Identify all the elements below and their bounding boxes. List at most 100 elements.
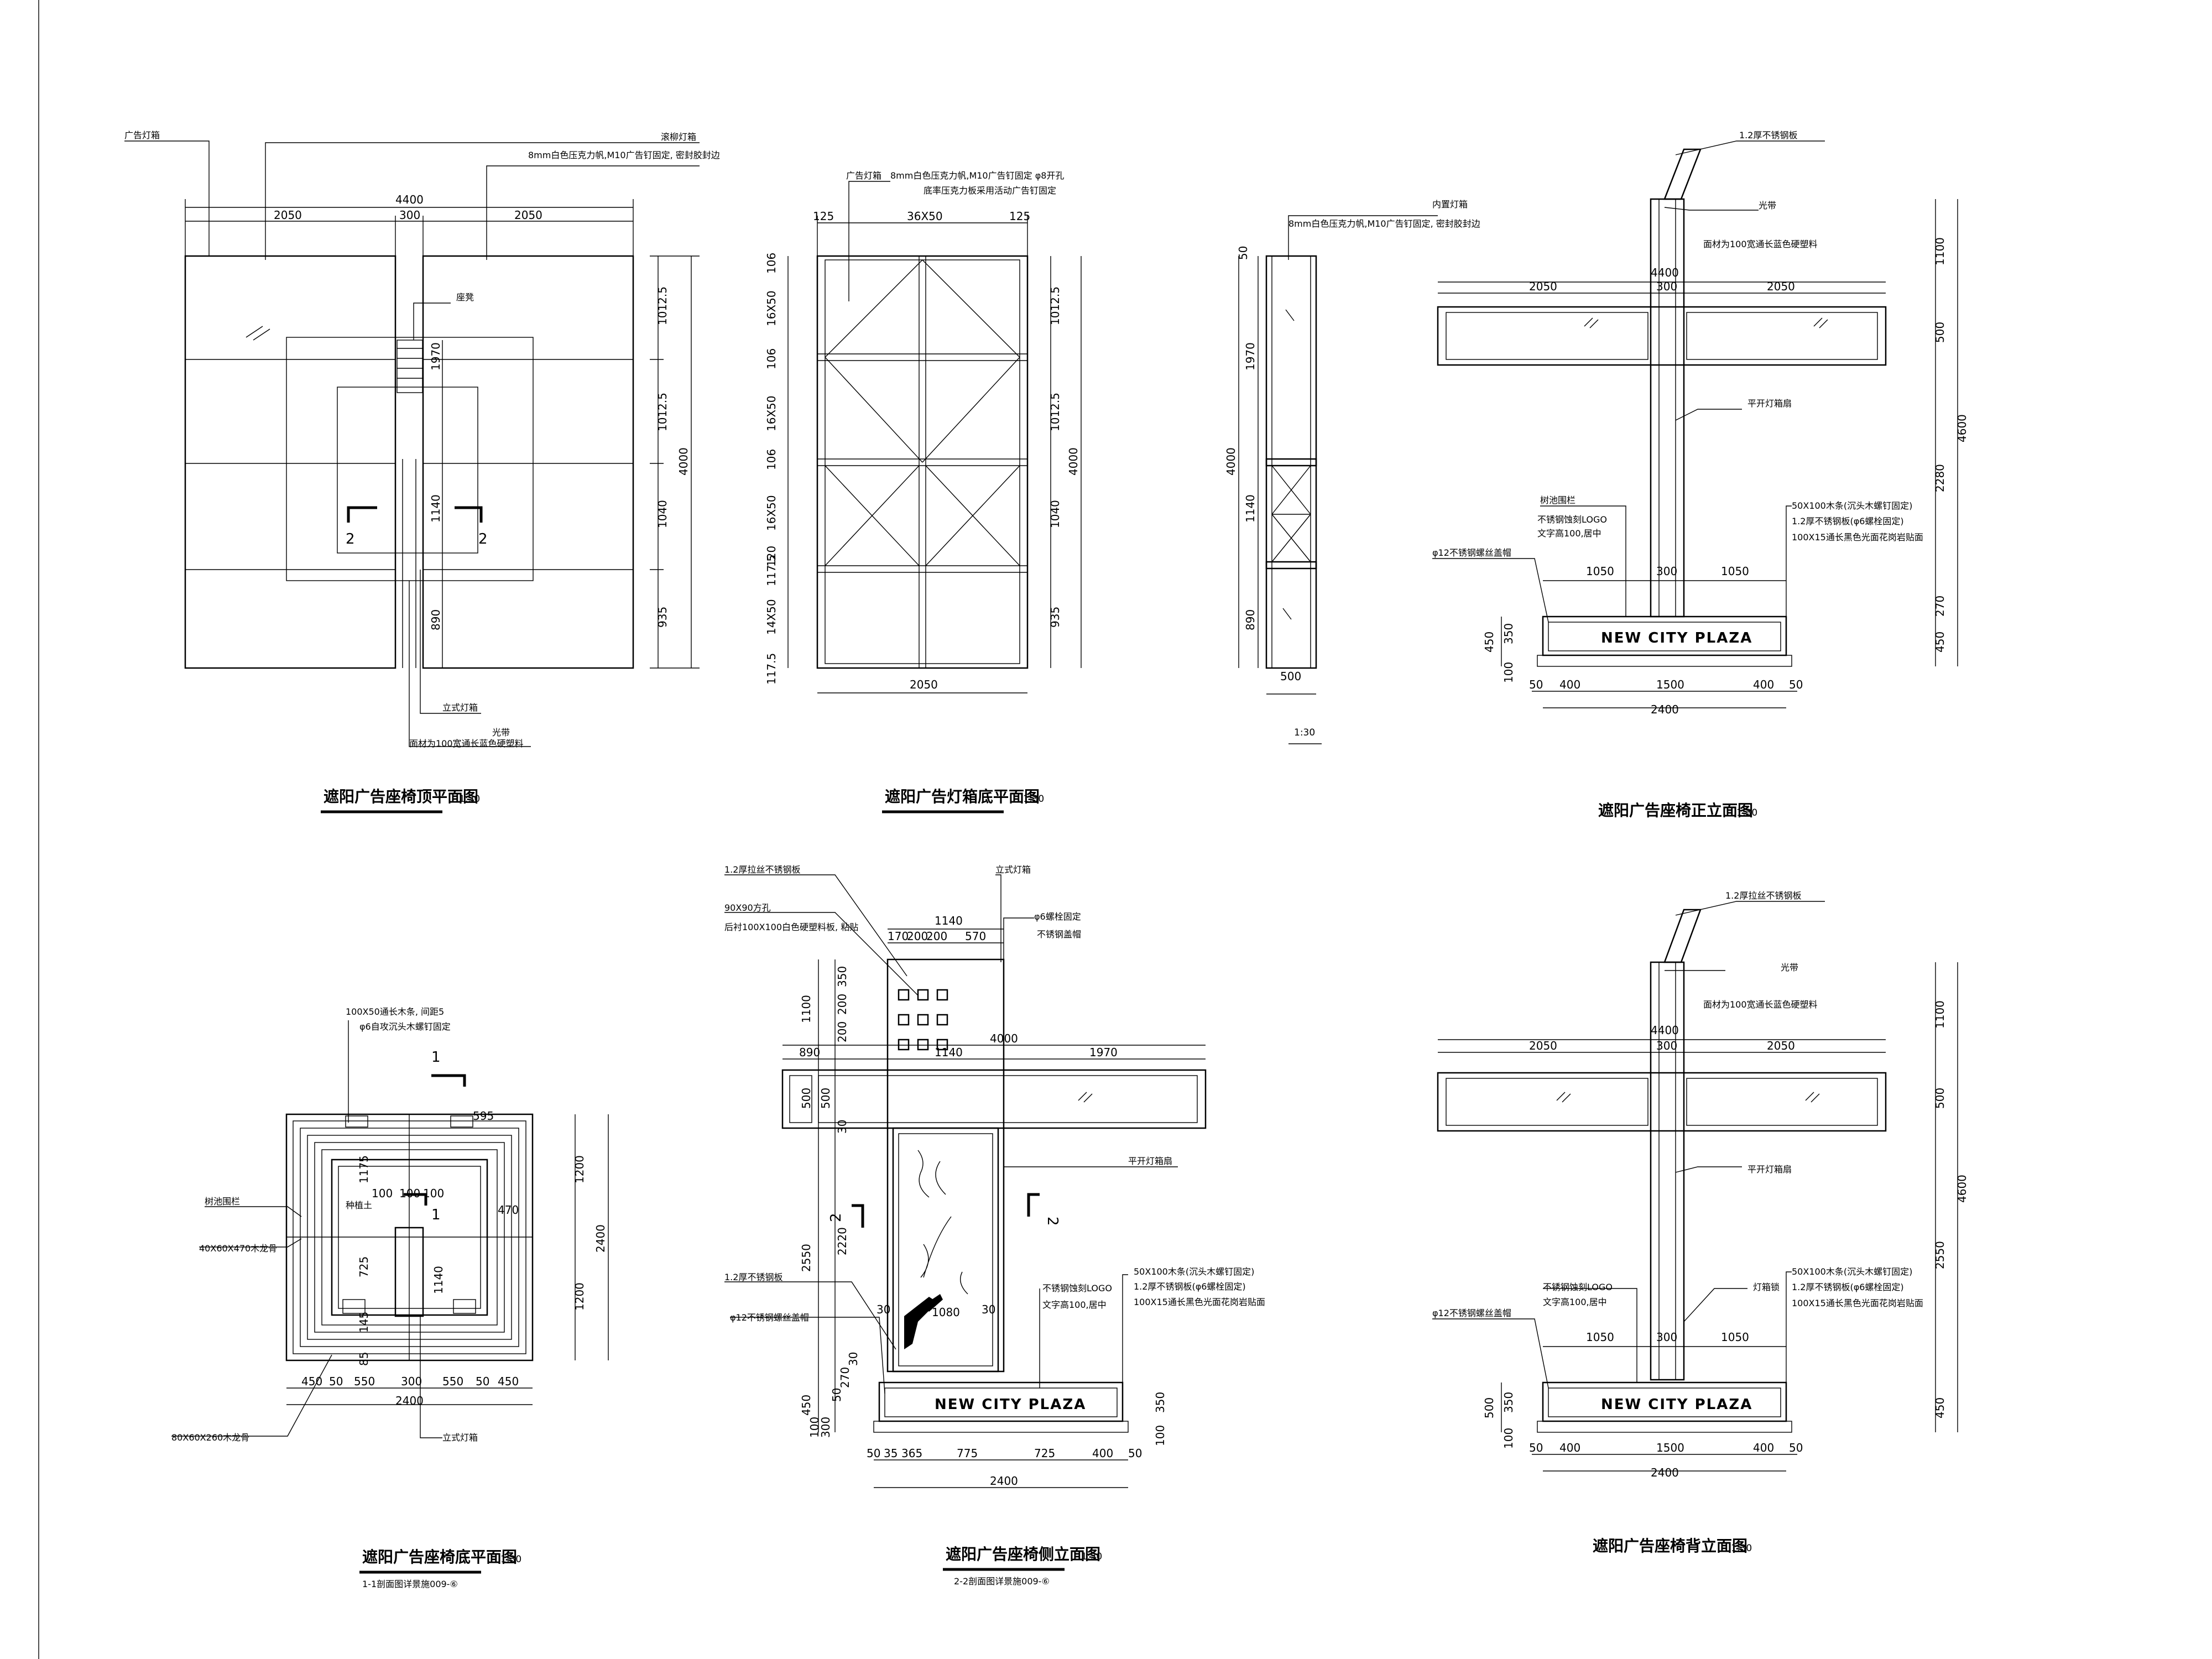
dim-be-4600: 4600	[1955, 1175, 1969, 1203]
dim-fe-50-a: 50	[1529, 678, 1543, 691]
note-se-granite: 100X15通长黑色光面花岗岩贴面	[1134, 1297, 1265, 1307]
dim-sp-300: 300	[401, 1375, 422, 1388]
note-se-text-height: 文字高100,居中	[1042, 1300, 1107, 1310]
dim-be-450: 450	[1933, 1397, 1947, 1418]
dim-fe-2280: 2280	[1933, 464, 1947, 492]
dim-2050-right: 2050	[514, 208, 542, 222]
dim-be-4400: 4400	[1651, 1024, 1679, 1037]
note-lb-removable: 底率压克力板采用活动广告钉固定	[924, 185, 1056, 196]
note-se-standing-lightbox: 立式灯箱	[995, 864, 1031, 875]
dim-lb-1012-5-b: 1012.5	[1048, 393, 1062, 431]
note-sp-keel-260: 80X60X260木龙骨	[171, 1432, 249, 1443]
note-se-backing: 后衬100X100白色硬塑料板, 粘贴	[724, 922, 858, 932]
dim-sp-50-a: 50	[329, 1375, 343, 1388]
note-blue-plastic: 面材为100宽通长蓝色硬塑料	[409, 738, 524, 749]
dim-16x50-a: 16X50	[765, 290, 778, 326]
dim-be-500-v: 500	[1933, 1088, 1947, 1109]
dim-sp-85: 85	[357, 1352, 371, 1366]
note-be-logo: 不锈钢蚀刻LOGO	[1543, 1282, 1613, 1292]
dim-be-500: 500	[1483, 1397, 1496, 1418]
note-sp-tree-fence: 树池围栏	[205, 1196, 240, 1207]
dim-sp-100-c: 100	[423, 1187, 444, 1200]
dim-be-350: 350	[1502, 1392, 1515, 1413]
dim-se-30-a: 30	[836, 1120, 849, 1134]
dim-fe-450-b: 450	[1933, 632, 1947, 653]
top-plan-view: 2 2 4400 2050 300 2050 1012.5 1012.5 104…	[124, 130, 720, 813]
note-fe-text-height: 文字高100,居中	[1537, 528, 1601, 539]
dim-se-890: 890	[799, 1046, 820, 1059]
note-fe-light-strip: 光带	[1759, 200, 1776, 211]
note-fe-logo: 不锈钢蚀刻LOGO	[1537, 514, 1607, 525]
dim-sp-100-a: 100	[372, 1187, 393, 1200]
scale-lightbox-plan: 1:30	[1023, 794, 1044, 805]
dim-fe-350: 350	[1502, 623, 1515, 644]
dim-14x50: 14X50	[765, 599, 778, 635]
note-be-brushed-steel: 1.2厚拉丝不锈钢板	[1725, 890, 1801, 901]
dim-sp-550-a: 550	[354, 1375, 375, 1388]
note-ss-acrylic: 8mm白色压克力帆,M10广告钉固定, 密封胶封边	[1288, 218, 1480, 229]
dim-be-50-a: 50	[1529, 1441, 1543, 1454]
dim-sp-595: 595	[473, 1109, 494, 1123]
front-elevation-view: NEW CITY PLAZA 4400 2050 300 2050 1050 3…	[1432, 130, 1969, 820]
dim-fe-1100: 1100	[1933, 237, 1947, 265]
dim-890: 890	[429, 609, 442, 630]
dim-se-30-d: 30	[847, 1352, 860, 1366]
dim-fe-300: 300	[1656, 280, 1677, 293]
dim-935: 935	[656, 607, 669, 628]
note-be-steel-bolt: 1.2厚不锈钢板(φ6螺栓固定)	[1792, 1282, 1904, 1292]
dim-36x50: 36X50	[907, 210, 943, 223]
dim-fe-100: 100	[1502, 662, 1515, 683]
note-se-logo: 不锈钢蚀刻LOGO	[1042, 1283, 1112, 1293]
dim-300: 300	[399, 208, 420, 222]
dim-sp-1200-b: 1200	[573, 1282, 586, 1311]
note-se-square-hole: 90X90方孔	[724, 902, 771, 913]
note-se-steel-bolt: 1.2厚不锈钢板(φ6螺栓固定)	[1134, 1281, 1246, 1292]
scale-side-strip: 1:30	[1294, 727, 1315, 738]
dim-be-300: 300	[1656, 1039, 1677, 1052]
dim-be-2050-b: 2050	[1767, 1039, 1795, 1052]
dim-1970: 1970	[429, 342, 442, 371]
note-be-blue-plastic: 面材为100宽通长蓝色硬塑料	[1703, 999, 1818, 1010]
dim-sp-2400-v: 2400	[594, 1224, 607, 1253]
dim-ss-50: 50	[1237, 246, 1250, 260]
section-mark-2-se-left: 2	[828, 1213, 844, 1222]
section-mark-1-mid: 1	[431, 1207, 441, 1223]
dim-be-2400: 2400	[1651, 1466, 1679, 1479]
note-fe-granite: 100X15通长黑色光面花岗岩贴面	[1792, 532, 1923, 542]
dim-117-5-b: 117.5	[765, 653, 778, 685]
scale-top-plan: 1:30	[459, 794, 480, 805]
note-sp-soil: 种植土	[346, 1200, 372, 1211]
dim-fe-4400: 4400	[1651, 266, 1679, 279]
note-acrylic: 8mm白色压克力帆,M10广告钉固定, 密封胶封边	[528, 150, 720, 160]
dim-fe-1500: 1500	[1656, 678, 1684, 691]
dim-fe-400-b: 400	[1753, 678, 1774, 691]
section-mark-2-se-right: 2	[1044, 1217, 1061, 1226]
dim-be-50-b: 50	[1789, 1441, 1803, 1454]
dim-lb-935: 935	[1048, 607, 1062, 628]
dim-se-400: 400	[1092, 1447, 1113, 1460]
dim-fe-450: 450	[1483, 632, 1496, 653]
note-sp-keel-470: 40X60X470木龙骨	[199, 1243, 277, 1254]
subtitle-side-elevation: 2-2剖面图详景施009-⑥	[954, 1576, 1050, 1587]
dim-125-right: 125	[1009, 210, 1030, 223]
dim-fe-2050-b: 2050	[1767, 280, 1795, 293]
note-se-lightbox-door: 平开灯箱扇	[1128, 1156, 1172, 1166]
dim-se-725: 725	[1034, 1447, 1055, 1460]
seat-plan-view: 1 1 595 1175 100 100 100 470 725 1140 14…	[171, 1006, 609, 1589]
note-se-steel-plate: 1.2厚不锈钢板	[724, 1272, 782, 1282]
dim-125-left: 125	[813, 210, 834, 223]
dim-se-4000: 4000	[990, 1032, 1018, 1045]
note-se-bolt: φ6螺栓固定	[1034, 911, 1081, 922]
dim-se-200-v2: 200	[836, 1021, 849, 1042]
note-sp-wood-strip: 100X50通长木条, 间距5	[346, 1006, 444, 1017]
dim-se-2400: 2400	[990, 1474, 1018, 1488]
side-elevation-view: NEW CITY PLAZA 2 2 1140 170 200 200 570 …	[724, 864, 1265, 1587]
dim-1140: 1140	[429, 494, 442, 523]
dim-be-400-b: 400	[1753, 1441, 1774, 1454]
dim-se-350: 350	[836, 966, 849, 987]
dim-fe-1050-b: 1050	[1721, 565, 1749, 578]
note-fe-steel-plate: 1.2厚不锈钢板	[1739, 130, 1797, 140]
note-bench: 座凳	[456, 292, 474, 302]
note-fe-lightbox-door: 平开灯箱扇	[1747, 398, 1792, 409]
note-fe-tree-fence: 树池围栏	[1540, 495, 1575, 505]
